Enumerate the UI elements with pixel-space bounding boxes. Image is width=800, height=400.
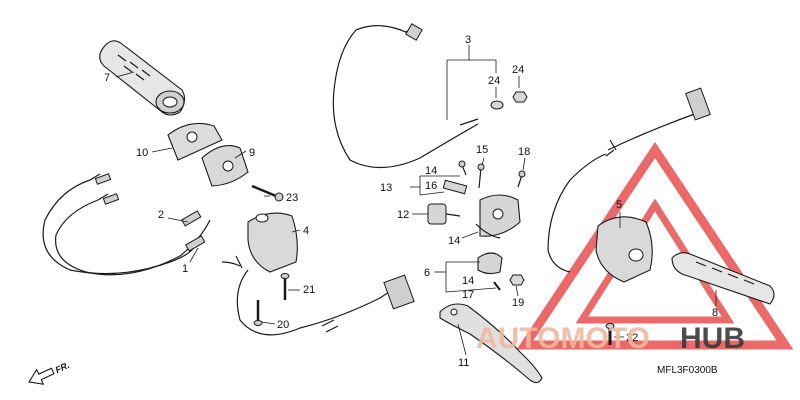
callout-1: 1 [182, 263, 188, 275]
clutch-cable-part [332, 23, 479, 169]
callout-21: 21 [303, 284, 315, 296]
callout-8: 8 [712, 307, 718, 319]
callout-6: 6 [424, 267, 430, 279]
callout-20: 20 [277, 319, 289, 331]
callout-24-b: 24 [512, 64, 524, 76]
grip-right-part [671, 252, 775, 305]
callout-14-b: 14 [448, 235, 460, 247]
watermark-logo [516, 141, 794, 350]
callout-24-a: 24 [488, 75, 500, 87]
right-harness-part [547, 87, 711, 273]
switch-housing-right-part [595, 216, 653, 283]
callout-18: 18 [518, 146, 530, 158]
throttle-cables-part [42, 173, 211, 276]
screw-22-part [605, 323, 615, 345]
clutch-bracket-part [427, 160, 526, 239]
callout-2: 2 [158, 209, 164, 221]
switch-harness-part [236, 269, 415, 336]
callout-9: 9 [249, 147, 255, 159]
callout-labels: 7 10 9 23 2 1 4 21 20 3 24 24 14 15 18 1… [104, 34, 718, 369]
switch-housing-left-part [221, 212, 298, 273]
callout-13: 13 [380, 182, 392, 194]
callout-19: 19 [512, 297, 524, 309]
watermark-text-part2: HUB [680, 322, 745, 355]
front-direction-label: FR. [54, 360, 71, 375]
callout-10: 10 [136, 147, 148, 159]
callout-16: 16 [425, 180, 437, 192]
clutch-lever-part [439, 303, 543, 384]
callout-14-a: 14 [425, 165, 437, 177]
throttle-pipe-clamp-part [167, 122, 249, 187]
callout-3: 3 [465, 34, 471, 46]
clutch-switch-part [477, 252, 525, 291]
bolts-20-21-part [253, 273, 290, 326]
leader-lines [115, 45, 717, 356]
callout-14-c: 14 [462, 275, 474, 287]
front-direction-arrow-icon: FR. [28, 360, 71, 385]
nuts-24-part [490, 91, 528, 110]
callout-11: 11 [458, 357, 469, 369]
callout-23: 23 [286, 192, 298, 204]
callout-17: 17 [462, 289, 474, 301]
callout-12: 12 [397, 209, 409, 221]
callout-15: 15 [476, 144, 488, 156]
watermark-text: AUTOMOTO HUB [476, 322, 745, 355]
callout-5: 5 [616, 199, 622, 211]
diagram-code: MFL3F0300B [657, 365, 718, 376]
watermark-text-part1: AUTOMOTO [476, 322, 650, 355]
callout-22: 22 [626, 332, 638, 344]
screw-23-part [251, 184, 284, 202]
callout-4: 4 [303, 225, 309, 237]
callout-7: 7 [104, 72, 110, 84]
grip-left-part [99, 40, 186, 116]
